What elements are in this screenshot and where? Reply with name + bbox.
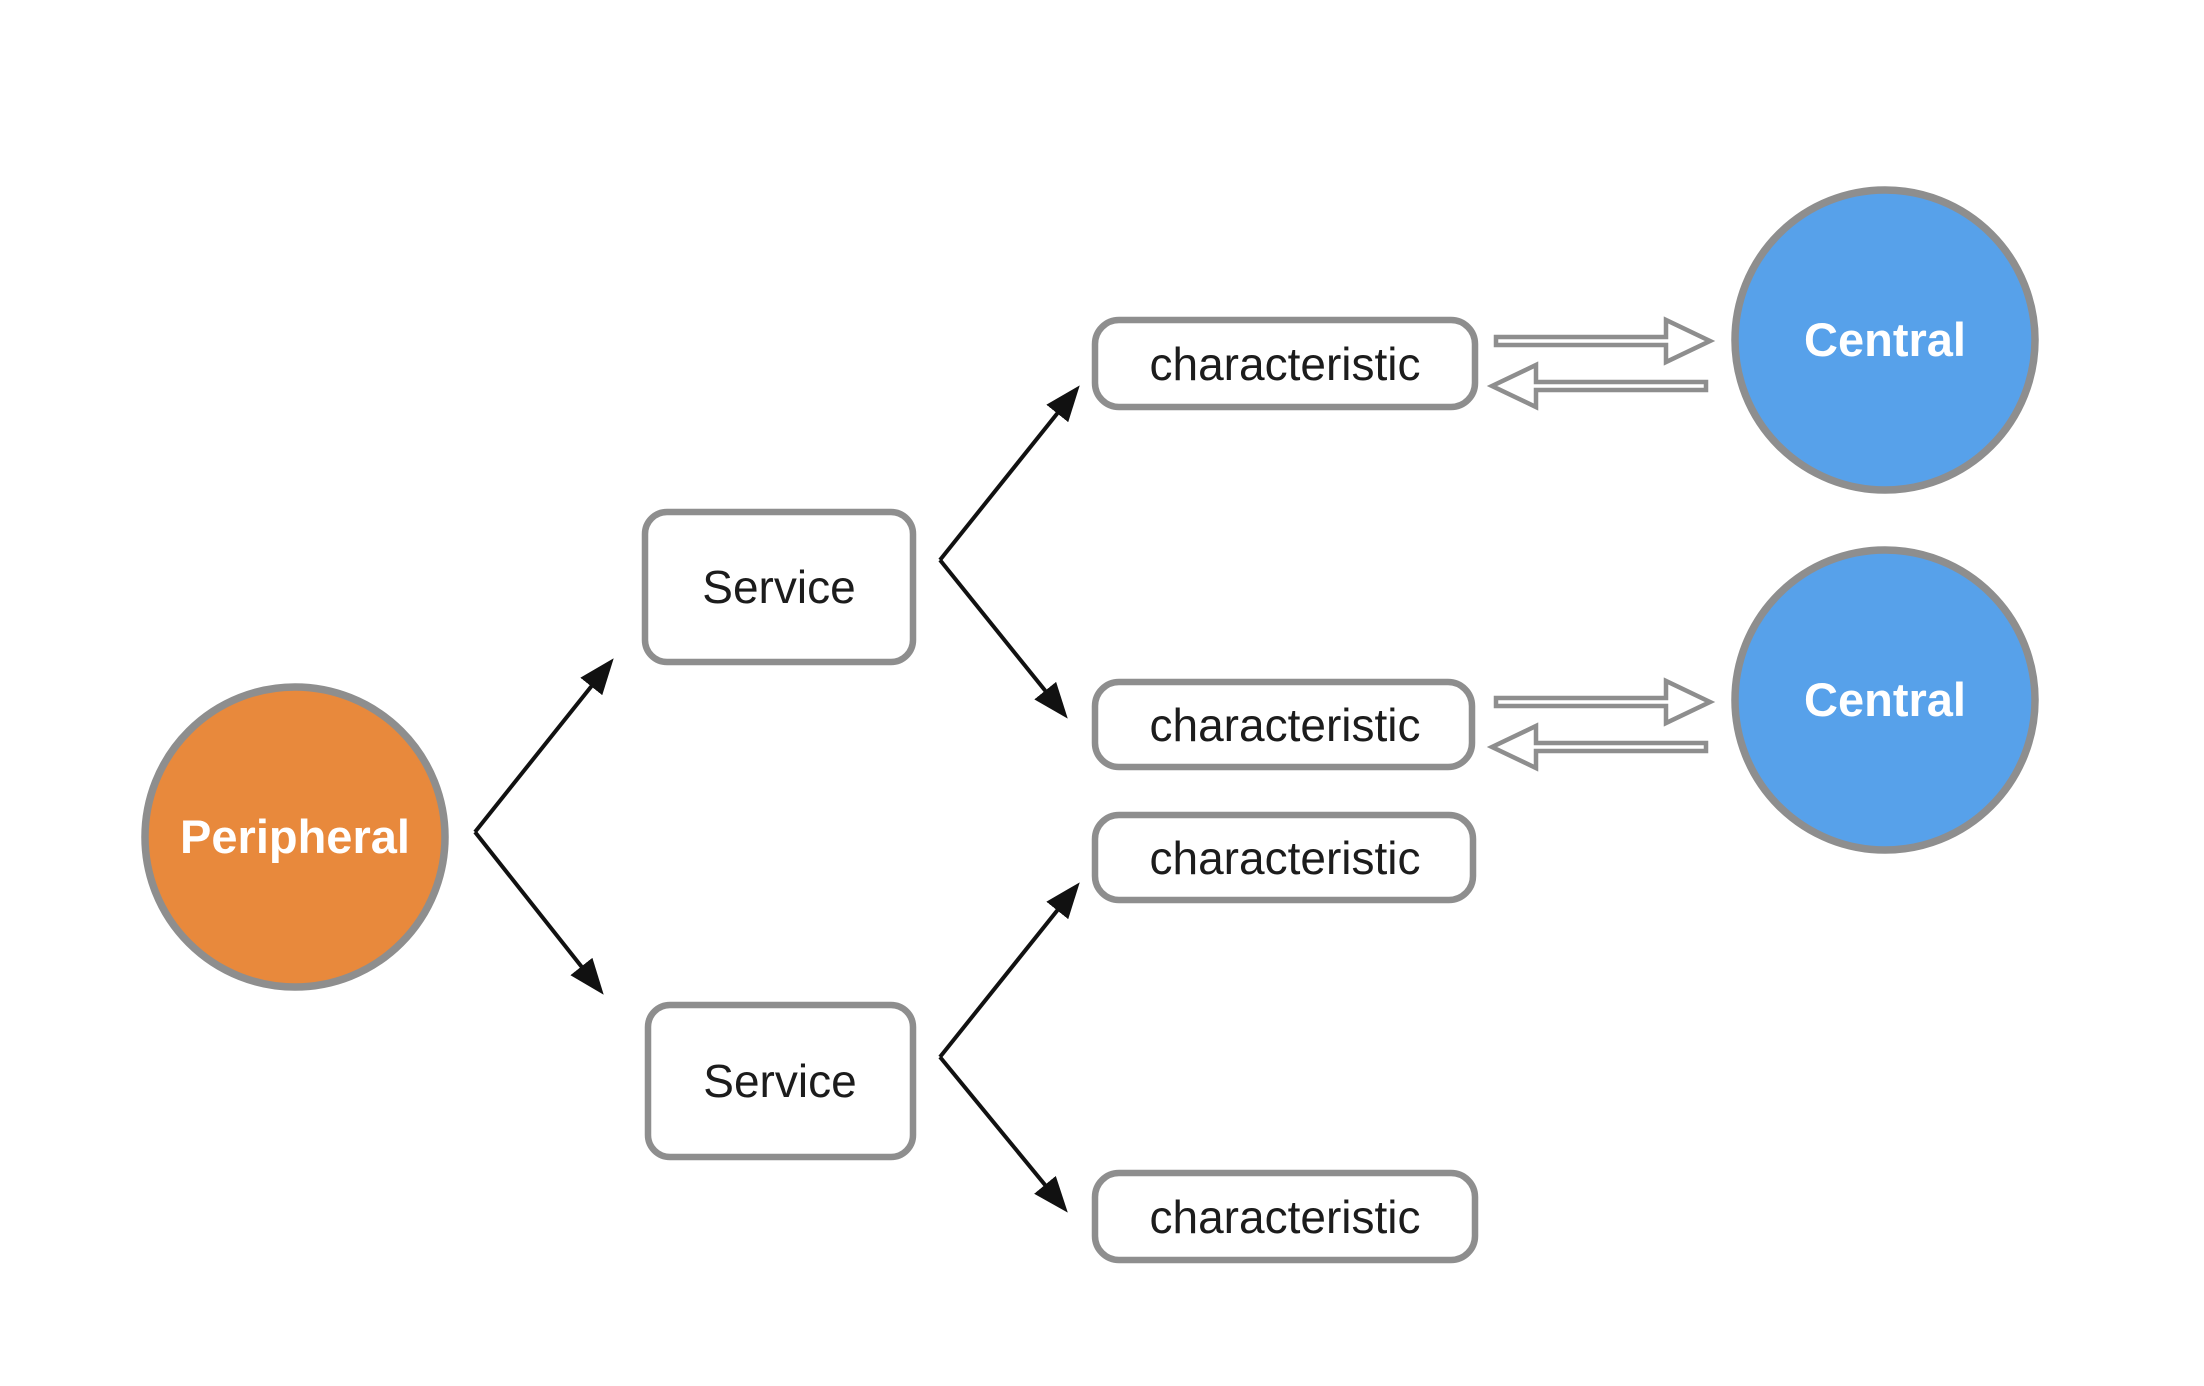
arrow-service2-to-characteristic-4: [938, 1055, 1068, 1213]
peripheral-node: [141, 683, 449, 991]
characteristic-label-4: characteristic: [1150, 1191, 1421, 1243]
peripheral-label: Peripheral: [180, 810, 410, 863]
characteristic-node-3: [1091, 811, 1477, 904]
arrow-peripheral-to-service-1: [473, 658, 614, 834]
arrow-service1-to-characteristic-2: [938, 558, 1068, 719]
arrow-service2-to-characteristic-3: [938, 882, 1080, 1059]
service-node-1: [641, 508, 917, 666]
characteristic-label-3: characteristic: [1150, 832, 1421, 884]
characteristic-label-2: characteristic: [1150, 699, 1421, 751]
characteristic-node-2: [1091, 678, 1476, 771]
characteristic-node-1: [1091, 316, 1479, 411]
central-label-1: Central: [1804, 313, 1966, 366]
characteristic-label-1: characteristic: [1150, 338, 1421, 390]
arrow-central1-to-characteristic1: [1486, 361, 1709, 411]
arrow-characteristic2-to-central2: [1493, 677, 1716, 727]
central-label-2: Central: [1804, 673, 1966, 726]
arrow-service1-to-characteristic-1: [938, 385, 1080, 562]
arrow-central2-to-characteristic2: [1486, 722, 1709, 772]
central-node-2: [1731, 546, 2039, 854]
arrow-peripheral-to-service-2: [473, 830, 604, 995]
central-node-1: [1731, 186, 2039, 494]
service-label-1: Service: [702, 561, 855, 613]
arrow-characteristic1-to-central1: [1493, 316, 1716, 366]
service-node-2: [644, 1001, 917, 1161]
service-label-2: Service: [703, 1055, 856, 1107]
characteristic-node-4: [1091, 1169, 1479, 1264]
